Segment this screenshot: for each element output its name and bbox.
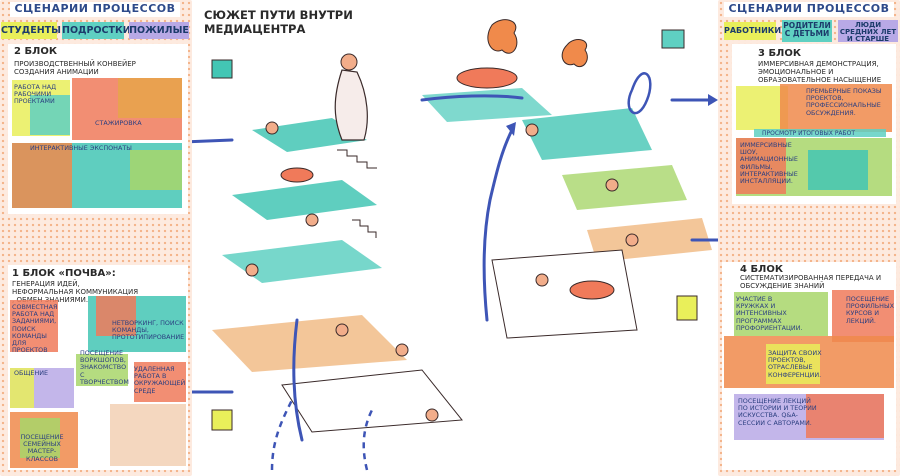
- person-6: [525, 123, 539, 137]
- dashed-path-2: [362, 409, 374, 471]
- arrow-up-center: [292, 318, 304, 442]
- person-7: [605, 178, 619, 192]
- block1-item-remote: УДАЛЕННАЯ РАБОТА В ОКРУЖАЮЩЕЙ СРЕДЕ: [134, 365, 186, 395]
- tab-teens[interactable]: ПОДРОСТКИ: [62, 22, 131, 39]
- person-2: [305, 213, 319, 227]
- tab-middle-aged[interactable]: ЛЮДИ СРЕДНИХ ЛЕТ И СТАРШЕ: [838, 20, 898, 43]
- block4-courses-image: [832, 290, 894, 342]
- block3-immersive-orange: [736, 138, 786, 194]
- ghost-figure: [334, 69, 368, 141]
- block1-title: 1 БЛОК «ПОЧВА»:: [12, 268, 116, 279]
- block4-title: 4 БЛОК: [740, 264, 784, 275]
- block4-desc: СИСТЕМАТИЗИРОВАННАЯ ПЕРЕДАЧА И ОБСУЖДЕНИ…: [740, 274, 882, 290]
- block2-exhibits-orange: [12, 143, 72, 208]
- block3-premiere-image: [736, 86, 788, 130]
- journey-arrows: [192, 94, 718, 442]
- flower-plant: [487, 19, 518, 54]
- icon-camera: [211, 59, 233, 79]
- pot-tower: [280, 167, 314, 183]
- tower-level-3: [222, 240, 382, 283]
- person-10: [425, 408, 439, 422]
- left-panel-header: СЦЕНАРИИ ПРОЦЕССОВ: [10, 2, 180, 17]
- block1-item-workshops: ПОСЕЩЕНИЕ ВОРКШОПОВ, ЗНАКОМСТВО С ТВОРЧЕ…: [80, 349, 129, 386]
- block1-remote-image: [134, 362, 186, 402]
- arrowhead-center-up: [506, 122, 516, 136]
- block2-item-work: РАБОТА НАД РАБОЧИМИ ПРОЕКТАМИ: [14, 83, 57, 106]
- block3-item-premiere: ПРЕМЬЕРНЫЕ ПОКАЗЫ ПРОЕКТОВ, ПРОФЕССИОНАЛ…: [806, 87, 882, 117]
- block3-desc: ИММЕРСИВНАЯ ДЕМОНСТРАЦИЯ, ЭМОЦИОНАЛЬНОЕ …: [758, 60, 882, 84]
- pot-large: [456, 67, 518, 89]
- block1-networking-orange: [96, 296, 136, 336]
- ghost-head: [340, 53, 358, 71]
- tab-parents-with-children[interactable]: РОДИТЕЛИ С ДЕТЬМИ: [782, 20, 832, 42]
- block4-item-defense: ЗАЩИТА СВОИХ ПРОЕКТОВ, ОТРАСЛЕВЫЕ КОНФЕР…: [768, 349, 822, 379]
- tower-level-2: [232, 180, 377, 220]
- person-1: [265, 121, 279, 135]
- block3-item-immersive: ИММЕРСИВНЫЕ ШОУ, АНИМАЦИОННЫЕ ФИЛЬМЫ, ИН…: [740, 141, 798, 186]
- right-platform-theater: [522, 108, 652, 160]
- block2-item-exhibits: ИНТЕРАКТИВНЫЕ ЭКСПОНАТЫ: [30, 144, 132, 152]
- block1-item-communication: ОБЩЕНИЕ: [14, 369, 49, 377]
- right-platform-mid: [562, 165, 687, 210]
- main-title-line2: МЕДИАЦЕНТРА: [204, 22, 306, 36]
- person-8: [535, 273, 549, 287]
- icon-brush: [676, 295, 698, 321]
- mediacenter-journey-illustration: [192, 19, 718, 471]
- arrow-to-block2: [192, 138, 234, 144]
- right-panel-header: СЦЕНАРИИ ПРОЦЕССОВ: [724, 2, 894, 17]
- block4-lectures-orange: [806, 394, 884, 438]
- person-5: [395, 343, 409, 357]
- block1-item-teamwork: СОВМЕСТНАЯ РАБОТА НАД ЗАДАНИЯМИ, ПОИСК К…: [12, 303, 58, 355]
- right-platform-bottom: [491, 249, 638, 339]
- block1-yard-image: [110, 404, 186, 466]
- person-4: [335, 323, 349, 337]
- arrowhead-block3: [708, 94, 718, 106]
- flower-plant-right: [561, 39, 588, 68]
- arrow-center-up: [482, 128, 514, 322]
- person-3: [245, 263, 259, 277]
- arrow-top-right: [420, 94, 524, 102]
- block2-internship-accent: [118, 78, 182, 118]
- block4-defense-green: [766, 344, 820, 384]
- spiral-decor: [627, 72, 652, 115]
- icon-bulb: [211, 409, 233, 431]
- tower-level-bottom: [281, 369, 463, 433]
- block3-title: 3 БЛОК: [758, 48, 802, 59]
- block1-item-family: ПОСЕЩЕНИЕ СЕМЕЙНЫХ МАСТЕР-КЛАССОВ: [20, 433, 64, 463]
- block2-work-image-teal: [30, 95, 70, 135]
- block2-title: 2 БЛОК: [14, 46, 58, 57]
- block3-premiere-label-bg: [780, 84, 892, 132]
- block3-immersive-teal: [808, 150, 868, 190]
- block1-communication-green: [10, 368, 34, 408]
- block2-exhibits-green: [130, 150, 182, 190]
- tab-workers[interactable]: РАБОТНИКИ: [724, 22, 781, 40]
- block4-item-circles: УЧАСТИЕ В КРУЖКАХ И ИНТЕНСИВНЫХ ПРОГРАММ…: [736, 295, 803, 332]
- person-9: [625, 233, 639, 247]
- block1-family-green: [20, 418, 60, 458]
- tower-level-base: [212, 315, 407, 372]
- block4-circles-image: [734, 292, 828, 336]
- dashed-path: [270, 399, 294, 471]
- main-title-line1: СЮЖЕТ ПУТИ ВНУТРИ: [204, 8, 353, 22]
- block1-item-networking: НЕТВОРКИНГ, ПОИСК КОМАНДЫ, ПРОТОТИПИРОВА…: [112, 319, 185, 342]
- tab-elderly[interactable]: ПОЖИЛЫЕ: [129, 22, 189, 39]
- block2-desc: ПРОИЗВОДСТВЕННЫЙ КОНВЕЙЕР СОЗДАНИЯ АНИМА…: [14, 60, 136, 76]
- block2-item-internship: СТАЖИРОВКА: [95, 119, 142, 127]
- block1-teamwork-image: [10, 300, 58, 352]
- block1-workshops-image: [76, 354, 128, 386]
- block4-item-lectures: ПОСЕЩЕНИЕ ЛЕКЦИЙ ПО ИСТОРИИ И ТЕОРИИ ИСК…: [738, 397, 817, 427]
- icon-projector: [661, 29, 685, 49]
- main-title: СЮЖЕТ ПУТИ ВНУТРИ МЕДИАЦЕНТРА: [204, 8, 353, 36]
- stairs-left: [337, 149, 377, 238]
- right-platform-top: [422, 88, 552, 122]
- block3-item-final-works: ПРОСМОТР ИТОГОВЫХ РАБОТ: [762, 130, 856, 137]
- block3-final-works-bar: [754, 129, 886, 137]
- pot-bottom: [569, 280, 615, 300]
- tab-students[interactable]: СТУДЕНТЫ: [1, 22, 61, 39]
- block4-item-courses: ПОСЕЩЕНИЕ ПРОФИЛЬНЫХ КУРСОВ И ЛЕКЦИЙ.: [846, 295, 894, 325]
